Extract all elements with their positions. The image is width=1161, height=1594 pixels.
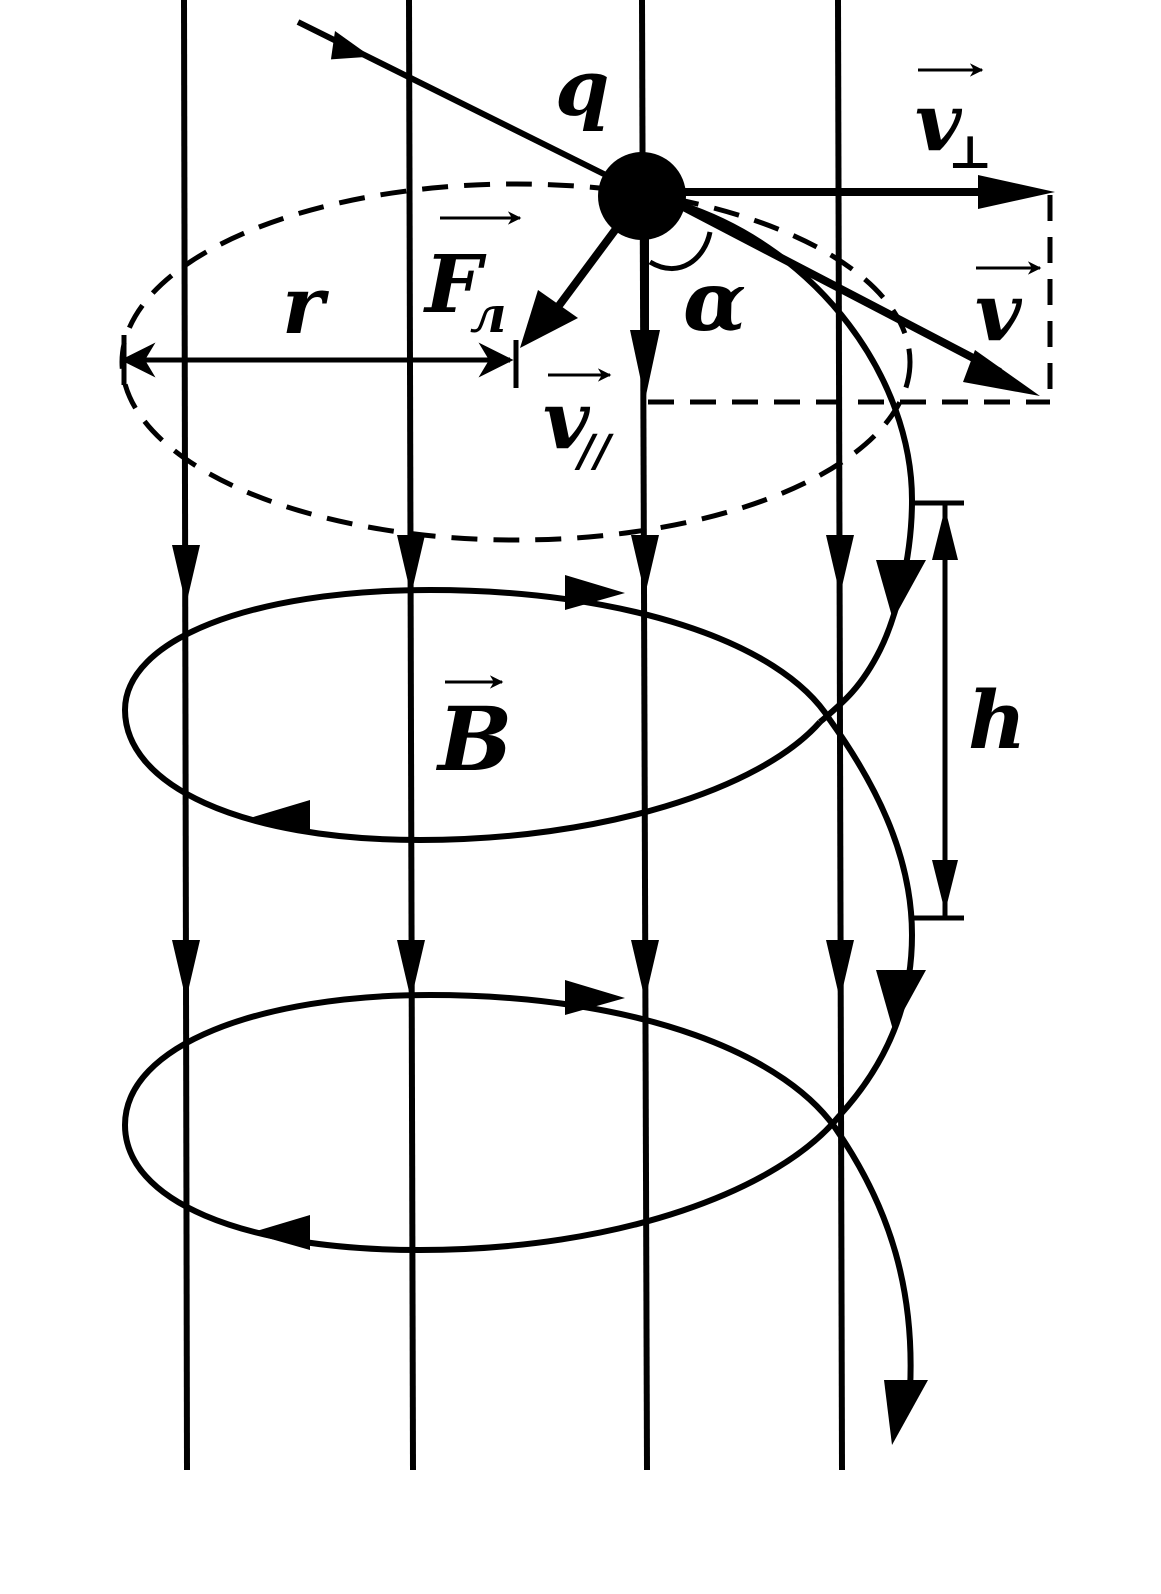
v-perp-label: v (915, 75, 963, 169)
helix-arrow-mid (876, 970, 926, 1030)
helix-trajectory (121, 202, 916, 1391)
v-parallel-arrow-icon (630, 330, 660, 400)
v-total-arrow-icon (963, 350, 1040, 396)
charge-particle (598, 152, 686, 240)
pitch-label: h (968, 673, 1026, 767)
field-arrow-4a (826, 535, 854, 595)
helix-arrow-loop2-right (565, 980, 625, 1015)
helix-arrow-loop2-left (250, 1215, 310, 1250)
field-arrow-1b (172, 940, 200, 1000)
v-parallel-subscript: // (574, 426, 614, 477)
field-line-1 (181, 0, 190, 1471)
label-vector-bars (440, 63, 1042, 689)
field-arrow-2b (397, 940, 425, 1000)
helix-arrow-end (884, 1380, 928, 1445)
lorentz-force-arrow-icon (520, 290, 578, 348)
v-perp-subscript: ⊥ (948, 125, 992, 179)
helix-first-descent (681, 202, 916, 725)
v-parallel-label: v (543, 373, 591, 467)
field-arrow-2a (397, 535, 425, 595)
angle-arc (648, 231, 713, 271)
helix-arrow-top (876, 560, 926, 620)
pitch-arrowheads (932, 508, 958, 912)
force-label: F (423, 237, 487, 331)
v-total-vector (668, 196, 1002, 376)
field-line-arrowheads (172, 535, 854, 1000)
velocity-arrowheads (520, 175, 1055, 400)
v-perp-arrow-icon (978, 175, 1055, 209)
field-line-2 (406, 0, 416, 1471)
helix-arrow-loop1-right (565, 575, 625, 610)
field-label: B (435, 687, 512, 791)
angle-label: α (683, 254, 746, 350)
incoming-arrow-icon (330, 31, 371, 60)
radius-label: r (282, 258, 329, 352)
field-arrow-1a (172, 545, 200, 605)
velocity-label: v (975, 265, 1023, 359)
force-subscript: л (470, 285, 507, 344)
helix-loop-1 (121, 586, 916, 1118)
field-arrow-3b (631, 940, 659, 1000)
field-arrow-4b (826, 940, 854, 1000)
field-arrow-3a (631, 535, 659, 595)
radius-arrow (120, 335, 519, 388)
helix-arrowheads (250, 560, 928, 1445)
helix-arrow-loop1-left (250, 800, 310, 835)
pitch-bracket (912, 500, 964, 921)
helix-loop-2 (121, 991, 914, 1391)
charge-label: q (555, 43, 610, 134)
